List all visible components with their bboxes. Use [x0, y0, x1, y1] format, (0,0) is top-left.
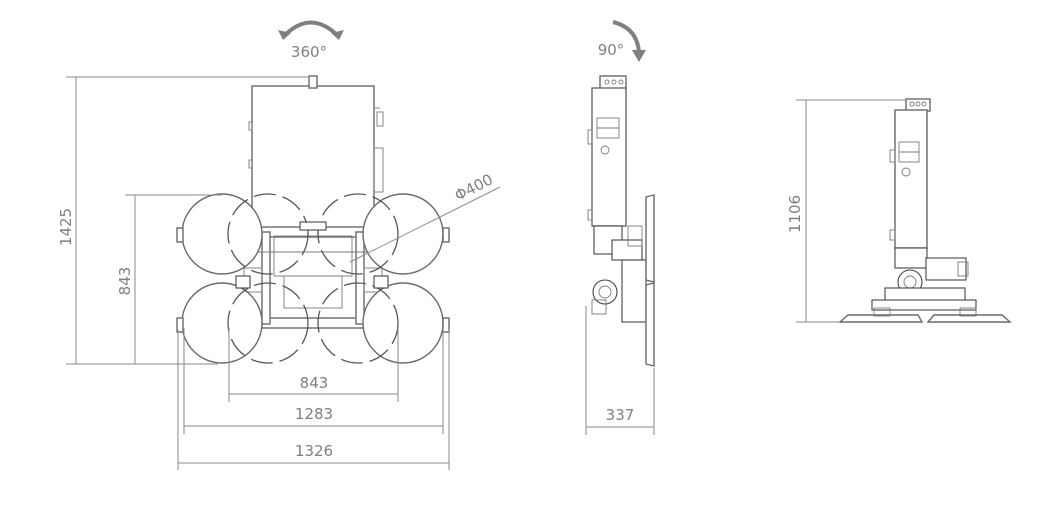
rotation-label-360: 360°	[291, 43, 327, 61]
suction-pad-top-right	[362, 193, 444, 275]
third-suction-pad-right	[926, 314, 1012, 323]
suction-pad-top-left	[181, 193, 263, 275]
front-view: 360°	[57, 20, 501, 470]
front-column-body	[251, 85, 375, 233]
side-column-body	[591, 87, 627, 227]
dashed-pad-bottom-inner-left	[227, 282, 309, 364]
dim-total-height: 1425	[57, 208, 75, 246]
suction-pad-bottom-right	[362, 282, 444, 364]
dashed-pad-top-inner-left	[227, 193, 309, 275]
dim-side-depth: 337	[606, 406, 635, 424]
side-suction-pad-lower	[645, 282, 655, 367]
third-suction-pad-left	[838, 314, 924, 323]
rotation-arrow-360-icon	[281, 20, 341, 39]
rotation-label-90: 90°	[598, 41, 625, 59]
dim-side-height: 1106	[786, 195, 804, 233]
rotation-arrow-90-icon	[612, 20, 641, 53]
side-suction-pad-upper	[645, 194, 655, 283]
dim-overall-width: 1326	[295, 442, 333, 460]
dim-inner-width: 1283	[295, 405, 333, 423]
dim-pad-spacing-horizontal: 843	[300, 374, 329, 392]
third-column-body	[894, 109, 928, 249]
dashed-pad-top-inner-right	[317, 193, 399, 275]
side-view: 90° 337	[585, 20, 655, 435]
dim-pad-spacing-vertical: 843	[116, 267, 134, 296]
front-top-handle	[308, 75, 318, 89]
suction-pad-bottom-left	[181, 282, 263, 364]
third-view: 1106	[786, 98, 1012, 323]
dashed-pad-bottom-inner-right	[317, 282, 399, 364]
